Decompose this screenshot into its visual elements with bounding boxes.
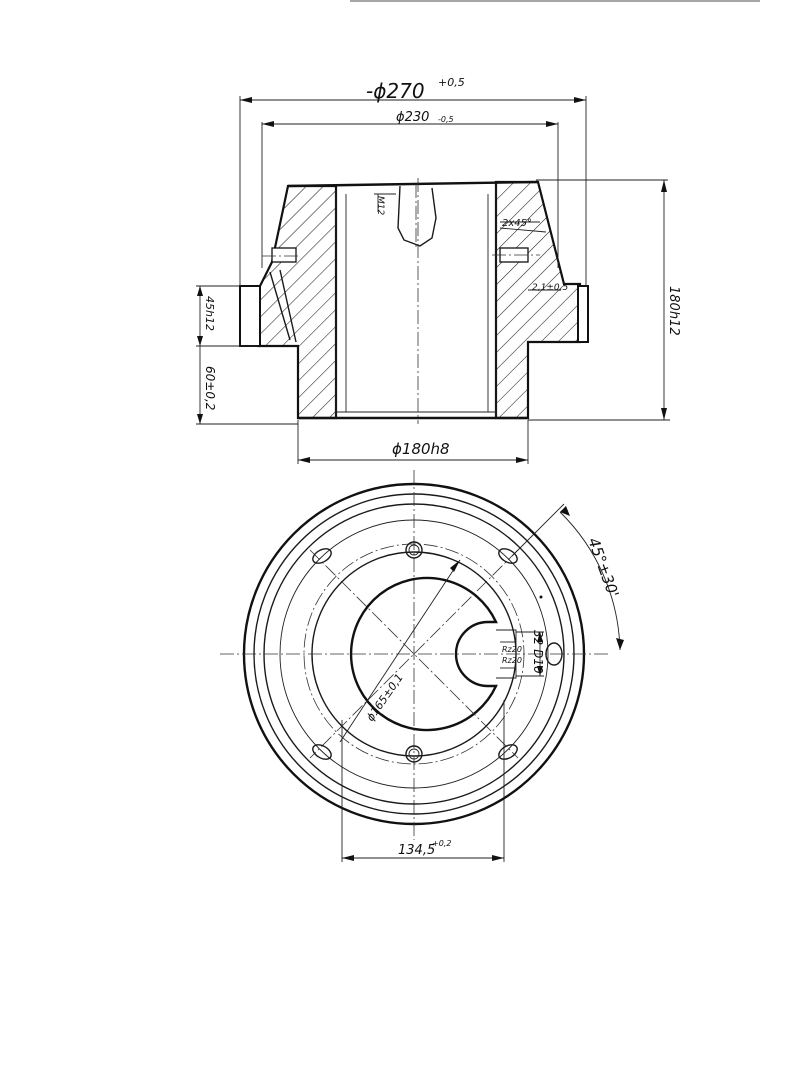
left-flange [239,285,261,347]
plan-view [220,470,624,862]
dim-outer-tolerance: +0,5 [438,76,465,89]
left-wall-section [256,184,338,420]
dim-base: 60±0,2 [203,366,217,410]
dim-height: 180h12 [666,286,681,336]
dim-small: 2,1±0,5 [532,283,568,293]
section-view [196,96,670,464]
dim-width: 134,5 [398,843,435,858]
thread-hole [397,185,437,247]
dim-chamfer: 2x45° [502,218,532,229]
slot-lower-left [312,744,332,760]
dim-bore: ϕ180h8 [392,440,450,458]
dim-keyway: 32 D10 [531,630,545,674]
slot-upper-right [498,548,518,564]
slot-lower-right [498,744,518,760]
slot-upper-left [312,548,332,564]
bore-with-keyway [349,576,498,732]
right-flange [577,285,589,343]
dim-top-diameter: ϕ230 [396,110,429,125]
roughness-1: Rz20 [502,645,522,654]
dim-outer-diameter: -ϕ270 [366,79,425,103]
dim-thread: M12 [375,196,385,215]
dim-top-tolerance: -0,5 [438,115,454,124]
roughness-2: Rz20 [502,656,522,665]
dim-angle: 45°±30' [584,535,622,600]
bolt-hole-bottom [405,745,423,763]
left-pin [271,247,297,263]
dim-width-tolerance: +0,2 [432,839,451,848]
slot-right [545,642,563,666]
bolt-hole-top [405,541,423,559]
dim-flange: 45h12 [203,296,216,331]
